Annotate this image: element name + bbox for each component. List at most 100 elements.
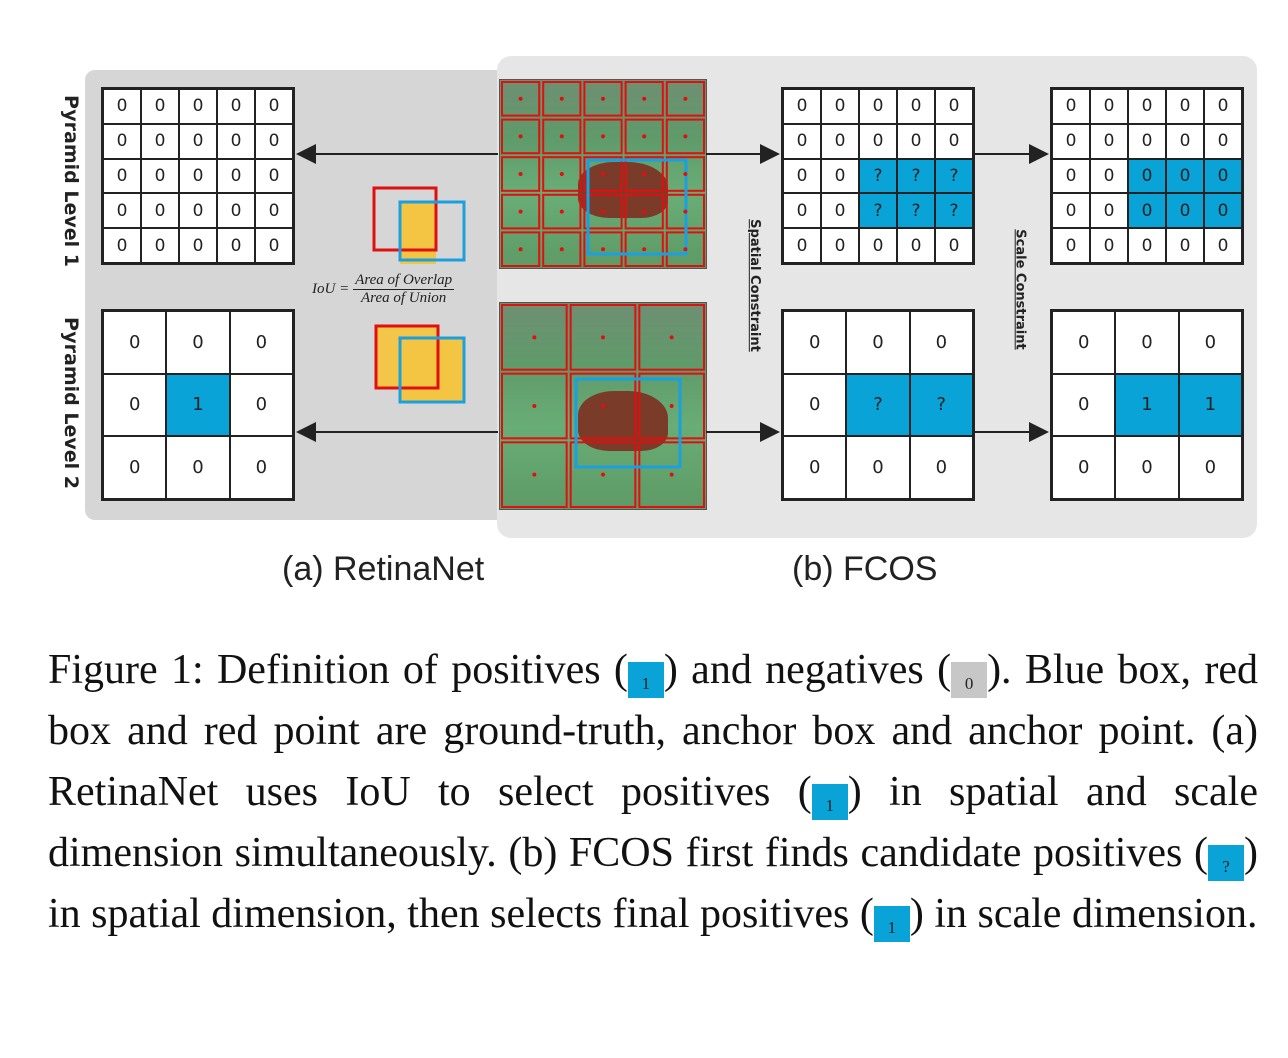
grid-cell: 0 xyxy=(821,228,859,263)
grid-cell: 0 xyxy=(859,123,897,159)
grid-cell: 0 xyxy=(1128,89,1166,124)
grid-cell: 0 xyxy=(783,158,821,194)
grid-cell: 0 xyxy=(1178,436,1242,499)
grid-cell: 0 xyxy=(1052,193,1090,229)
grid-cell: ? xyxy=(935,193,973,229)
iou-illustration xyxy=(372,186,466,404)
anchor-point xyxy=(642,209,647,214)
anchor-box xyxy=(501,372,568,440)
iou-formula: IoU = Area of Overlap Area of Union xyxy=(312,272,455,307)
grid-cell: 0 xyxy=(141,123,179,159)
grid-cell: 0 xyxy=(783,123,821,159)
anchor-box xyxy=(501,304,568,371)
anchor-point xyxy=(601,209,605,214)
grid-cell: 0 xyxy=(1128,158,1166,194)
caption-seg3: ). Blue box, red box and red point are g… xyxy=(48,647,1258,815)
grid-cell: ? xyxy=(897,158,935,194)
grid-cell: 0 xyxy=(103,89,141,124)
grid-cell: 0 xyxy=(103,373,167,437)
grid-cell: 0 xyxy=(217,193,255,229)
grid-cell: ? xyxy=(897,193,935,229)
anchor-box xyxy=(542,156,582,192)
level1-photo xyxy=(499,79,707,269)
grid-cell: 0 xyxy=(846,436,910,499)
grid-cell: 0 xyxy=(1166,228,1204,263)
grid-cell: 0 xyxy=(141,193,179,229)
grid-cell: 0 xyxy=(1204,193,1242,229)
pyramid-level-2-label: Pyramid Level 2 xyxy=(60,317,82,489)
anchor-point xyxy=(559,134,564,139)
grid-cell: 0 xyxy=(821,89,859,124)
grid-cell: 0 xyxy=(1204,89,1242,124)
grid-cell: 0 xyxy=(179,89,217,124)
grid-cell: 0 xyxy=(1090,158,1128,194)
anchor-box xyxy=(501,441,568,508)
anchor-point xyxy=(518,209,523,214)
anchor-box xyxy=(638,304,705,371)
anchor-box xyxy=(542,193,582,230)
grid-cell: 0 xyxy=(783,373,847,437)
anchor-point xyxy=(601,134,605,139)
anchor-box xyxy=(638,441,705,508)
level2-anchor-overlay xyxy=(501,304,705,508)
anchor-point xyxy=(518,134,523,139)
grid-cell: 0 xyxy=(1166,123,1204,159)
grid-cell: 0 xyxy=(1128,123,1166,159)
caption-seg4: ) in spatial and scale dimension simulta… xyxy=(48,769,1258,876)
grid-cell: 0 xyxy=(783,311,847,374)
grid-cell: 1 xyxy=(166,373,230,437)
grid-cell: 0 xyxy=(1115,311,1179,374)
grid-cell: 0 xyxy=(897,228,935,263)
anchor-box xyxy=(542,231,582,267)
anchor-box xyxy=(583,231,623,267)
anchor-box xyxy=(542,118,582,155)
anchor-point xyxy=(642,172,647,176)
anchor-box xyxy=(665,81,706,117)
spatial-constraint-label: Spatial Constraint xyxy=(746,219,762,352)
grid-cell: 0 xyxy=(1090,123,1128,159)
grid-cell: 0 xyxy=(217,228,255,263)
anchor-point xyxy=(601,247,605,252)
scale-constraint-label: Scale Constraint xyxy=(1012,229,1028,350)
grid-cell: 0 xyxy=(935,123,973,159)
anchor-point xyxy=(518,96,523,101)
anchor-box xyxy=(624,118,664,155)
grid-cell: 0 xyxy=(166,311,230,374)
grid-cell: 0 xyxy=(141,158,179,194)
grid-cell: 0 xyxy=(1204,228,1242,263)
anchor-point xyxy=(559,96,564,101)
grid-cell: 0 xyxy=(255,158,293,194)
grid-cell: 0 xyxy=(1128,228,1166,263)
grid-cell: 0 xyxy=(1204,158,1242,194)
grid-cell: 0 xyxy=(229,373,293,437)
anchor-point xyxy=(559,172,564,176)
grid-cell: 0 xyxy=(783,228,821,263)
anchor-point xyxy=(669,404,674,408)
grid-cell: 0 xyxy=(103,311,167,374)
anchor-point xyxy=(683,209,688,214)
anchor-point xyxy=(683,172,688,176)
anchor-box xyxy=(638,372,705,440)
grid-cell: 0 xyxy=(1052,373,1116,437)
anchor-box xyxy=(583,156,623,192)
grid-cell: 0 xyxy=(103,436,167,499)
grid-cell: ? xyxy=(935,158,973,194)
iou-lhs: IoU = xyxy=(312,281,350,297)
anchor-point xyxy=(601,172,605,176)
grid-cell: 0 xyxy=(1052,311,1116,374)
ground-truth-box xyxy=(586,158,688,256)
anchor-box xyxy=(569,441,637,508)
grid-cell: 0 xyxy=(897,123,935,159)
anchor-box xyxy=(583,193,623,230)
grid-cell: 0 xyxy=(821,158,859,194)
anchor-point xyxy=(559,209,564,214)
grid-cell: 0 xyxy=(909,436,973,499)
grid-cell: 0 xyxy=(1052,436,1116,499)
grid-cell: 0 xyxy=(783,193,821,229)
anchor-box xyxy=(501,118,541,155)
grid-cell: 0 xyxy=(859,228,897,263)
